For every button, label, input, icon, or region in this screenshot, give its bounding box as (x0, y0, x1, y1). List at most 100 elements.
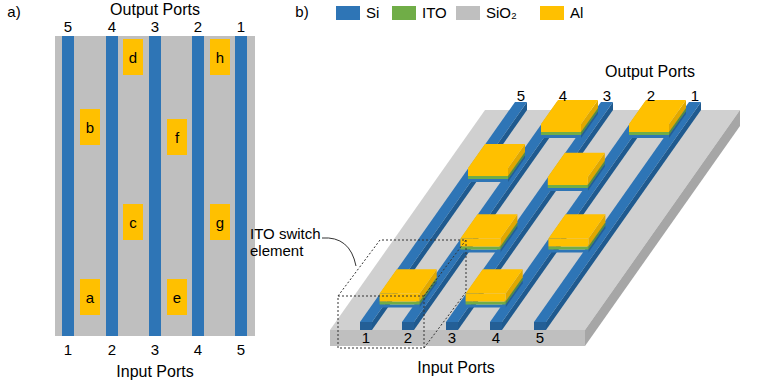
port-number: 3 (151, 19, 159, 36)
switch-layer-front (468, 179, 508, 182)
port-heading: Output Ports (605, 63, 695, 81)
switch-layer-front (468, 176, 508, 179)
switch-top (548, 153, 605, 177)
legend-text: ITO (422, 4, 447, 21)
switch-outline (338, 240, 466, 348)
al-pad: a (80, 279, 100, 315)
switch-top (629, 100, 686, 124)
legend-item: SiO₂ (456, 4, 517, 21)
pad-letter: c (129, 214, 137, 231)
switch-layer-front (468, 168, 508, 176)
port-number: 2 (194, 19, 202, 36)
port-number: 1 (237, 19, 245, 36)
port-number: 5 (536, 330, 544, 347)
port-number: 4 (492, 330, 500, 347)
pad-letter: a (86, 289, 94, 306)
waveguide (235, 36, 247, 336)
port-number: 1 (362, 330, 370, 347)
port-number: 3 (151, 342, 159, 359)
waveguide (62, 36, 74, 336)
port-heading: Output Ports (110, 1, 200, 19)
switch-layer-front (466, 294, 506, 302)
al-pad: d (123, 39, 143, 75)
callout-text: ITO switch element (250, 226, 324, 259)
switch-layer-front (629, 135, 669, 138)
switch-layer-front (541, 135, 581, 138)
switch-outline-front (338, 296, 424, 348)
switch-layer-front (548, 250, 588, 253)
pad-letter: h (216, 49, 224, 66)
switch-top (468, 144, 525, 168)
oxide-substrate (55, 36, 255, 336)
switch-layer-front (466, 305, 506, 308)
switch-top (548, 214, 605, 238)
switch-layer-front (380, 305, 420, 308)
port-number: 2 (108, 342, 116, 359)
legend-item: ITO (392, 4, 447, 21)
al-pad: e (167, 279, 187, 315)
waveguides (62, 36, 247, 336)
legend-swatch (336, 6, 360, 20)
port-heading: Input Ports (116, 363, 193, 381)
waveguide (106, 36, 118, 336)
switch-layer-front (541, 132, 581, 135)
legend-item: Al (540, 4, 583, 21)
al-pad: g (210, 204, 230, 240)
switch-layer-front (548, 185, 588, 188)
waveguide-top (446, 102, 613, 322)
panel-label: b) (295, 4, 308, 21)
legend-swatch (456, 6, 480, 20)
switch-layer-front (380, 302, 420, 305)
port-heading: Input Ports (417, 359, 494, 377)
al-pad: f (167, 119, 187, 155)
port-number: 5 (517, 88, 525, 105)
port-number: 5 (237, 342, 245, 359)
port-number: 4 (194, 342, 202, 359)
switch-top (466, 269, 523, 293)
waveguide-top (534, 102, 701, 322)
switch-layer-front (380, 294, 420, 302)
switch-outline-edge (424, 240, 466, 296)
leader-line (322, 238, 356, 266)
port-number: 4 (559, 88, 567, 105)
port-number: 4 (108, 19, 116, 36)
pad-letter: f (175, 129, 179, 146)
port-number: 2 (404, 330, 412, 347)
pad-letter: e (173, 289, 181, 306)
waveguide-3d (360, 100, 701, 330)
oxide-slab-front (330, 330, 585, 346)
switch-layer-front (629, 124, 669, 132)
port-number: 5 (64, 19, 72, 36)
al-pad: b (80, 109, 100, 145)
switch-layer-front (548, 239, 588, 247)
legend-swatch (392, 6, 416, 20)
al-pad: c (123, 204, 143, 240)
waveguide-top (360, 102, 527, 322)
legend-text: Al (570, 4, 583, 21)
panel-label: a) (7, 4, 20, 21)
switch-layer-front (466, 302, 506, 305)
port-number: 1 (691, 88, 699, 105)
legend-item: Si (336, 4, 379, 21)
switch-layer-front (548, 177, 588, 185)
switch-top (541, 100, 598, 124)
pad-letter: d (129, 49, 137, 66)
legend-swatch (540, 6, 564, 20)
port-number: 3 (448, 330, 456, 347)
port-number: 3 (603, 88, 611, 105)
port-number: 1 (64, 342, 72, 359)
switch-top (380, 269, 437, 293)
switch-layer-front (541, 124, 581, 132)
switch-layer-front (629, 132, 669, 135)
legend-text: SiO₂ (486, 4, 517, 21)
switch-layer-front (548, 247, 588, 250)
waveguide (192, 36, 204, 336)
switch-outline-back (338, 240, 466, 348)
switch-top (460, 214, 517, 238)
pad-letter: b (86, 119, 94, 136)
waveguide (149, 36, 161, 336)
legend-text: Si (366, 4, 379, 21)
pad-letter: g (216, 214, 224, 231)
switch-layer-front (548, 188, 588, 191)
